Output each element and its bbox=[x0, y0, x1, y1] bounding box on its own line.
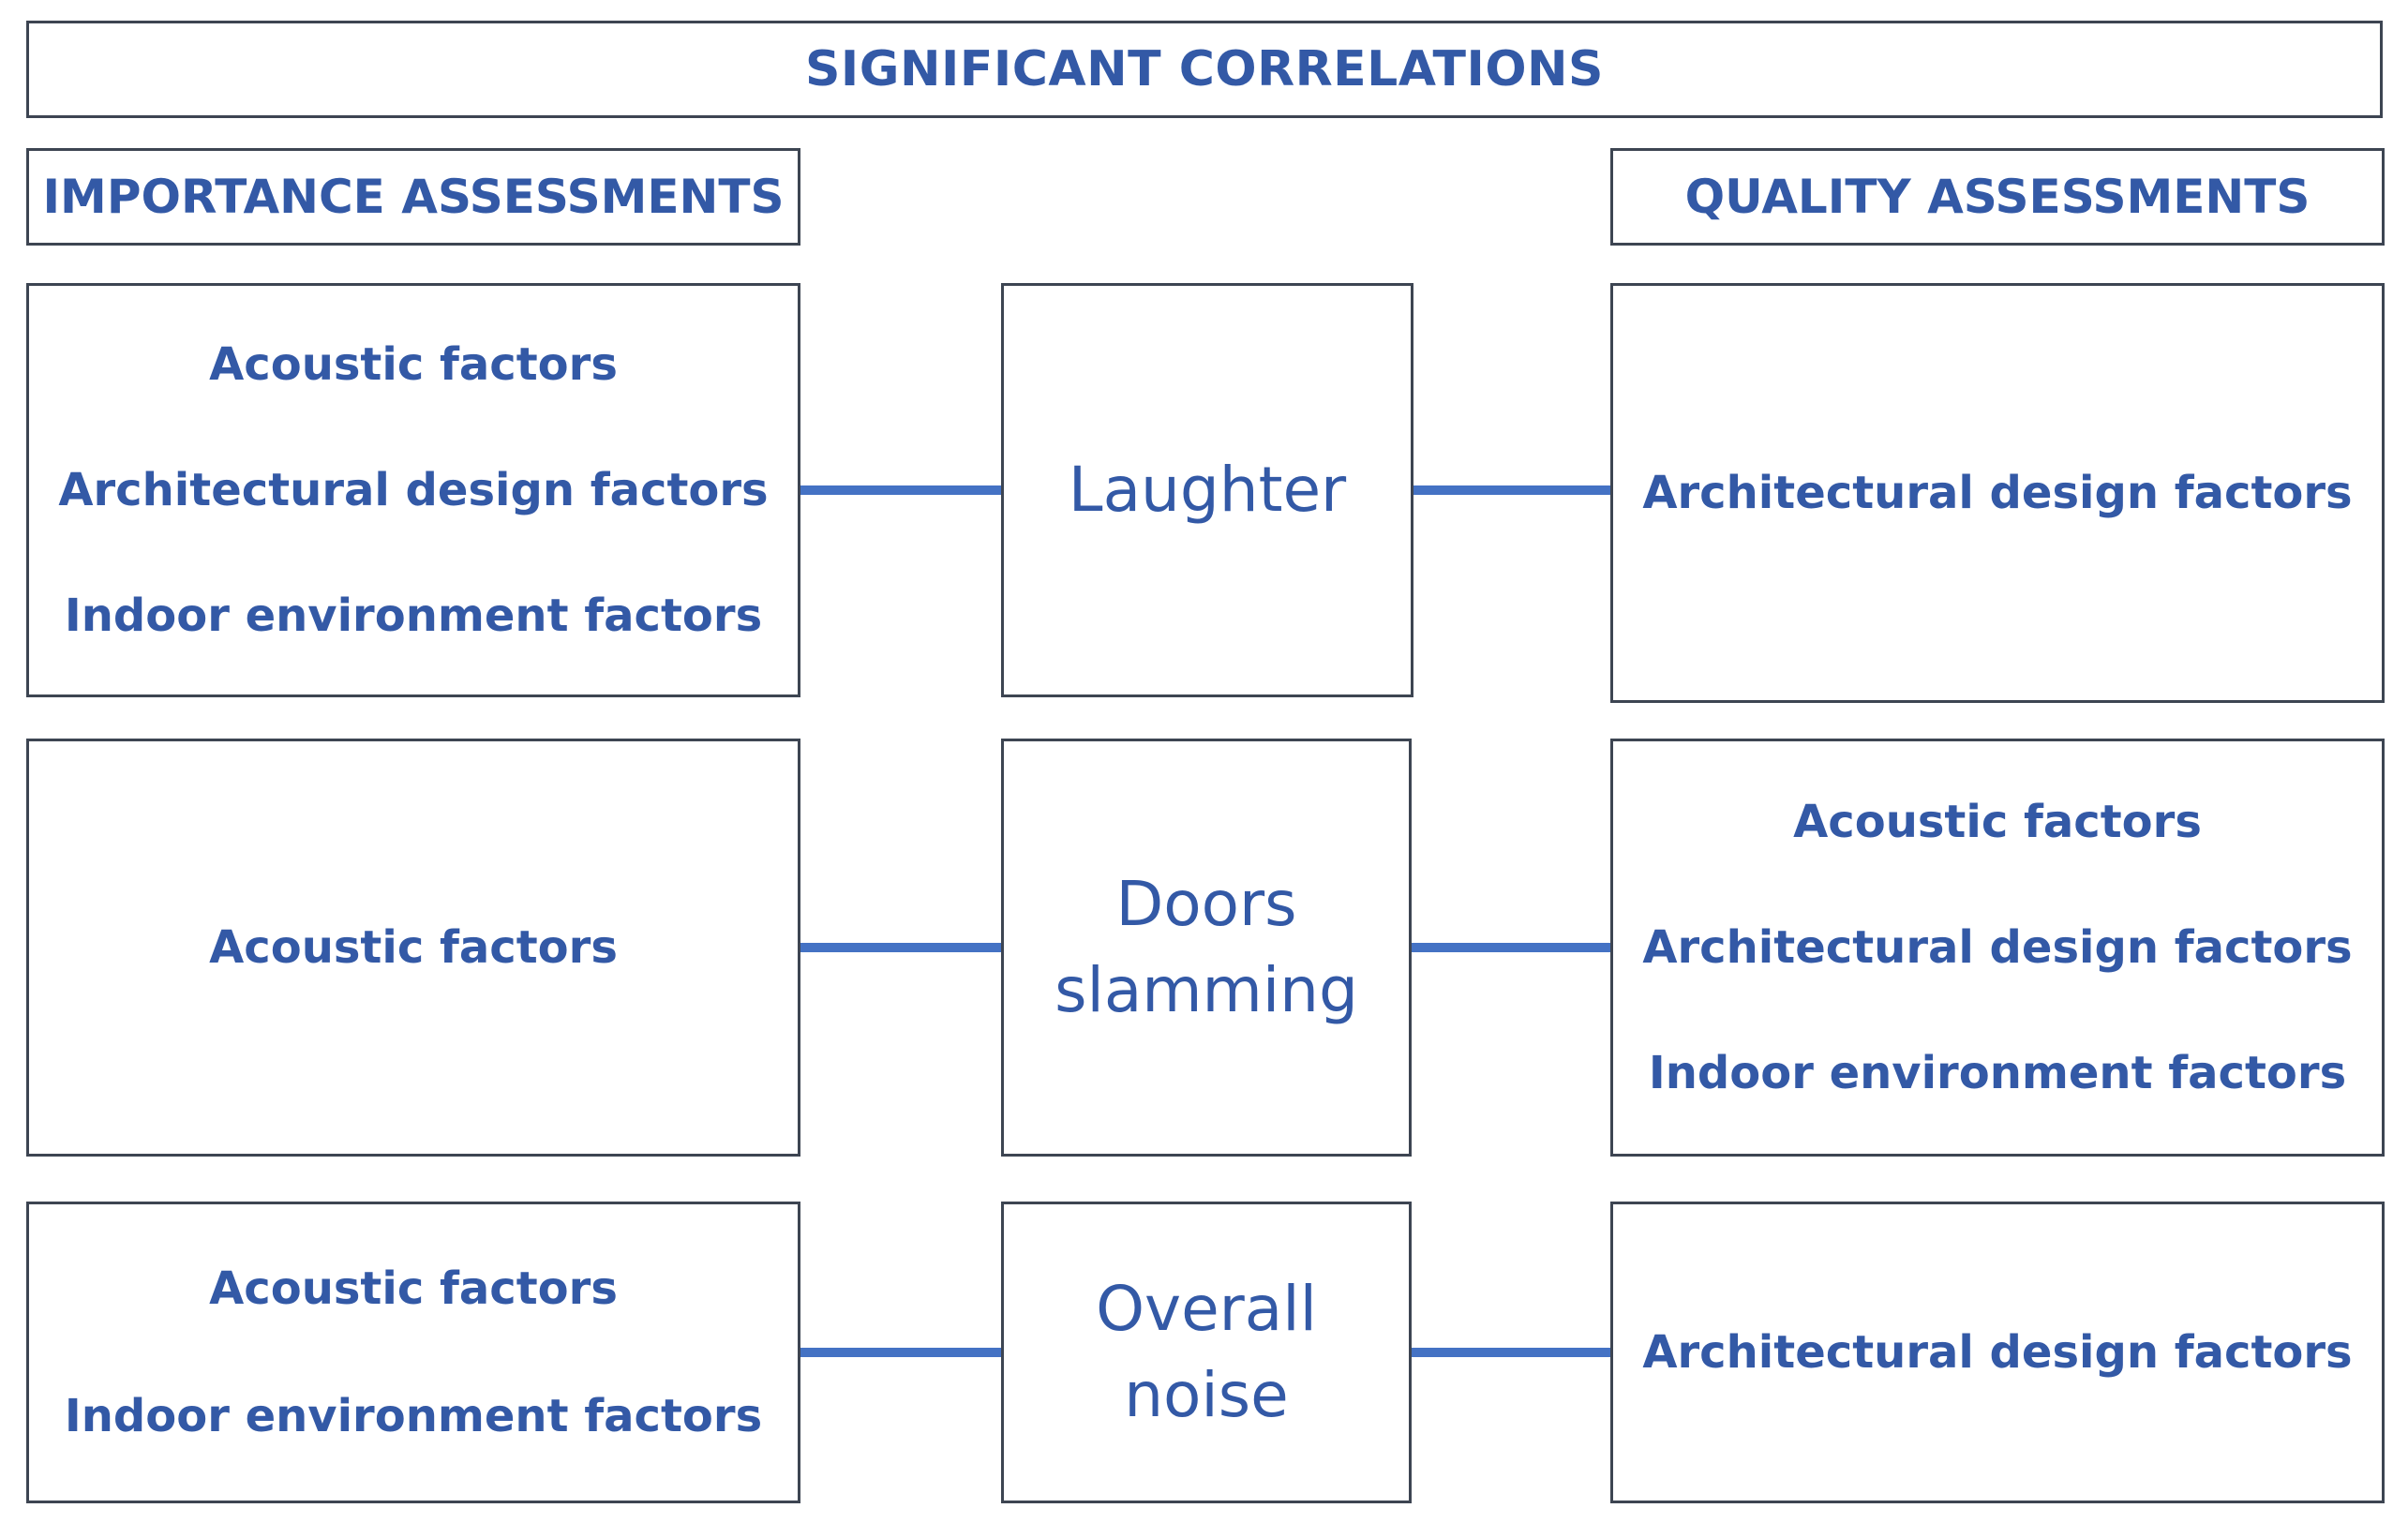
noise-source-label: Laughter bbox=[1068, 454, 1347, 526]
quality-factors-overall-noise: Architectural design factors bbox=[1610, 1202, 2385, 1503]
importance-factors-laughter: Acoustic factors Architectural design fa… bbox=[26, 283, 800, 697]
factor-label: Architectural design factors bbox=[1642, 467, 2353, 519]
noise-source-overall-noise: Overall noise bbox=[1001, 1202, 1412, 1503]
factor-label: Acoustic factors bbox=[209, 921, 618, 974]
noise-source-laughter: Laughter bbox=[1001, 283, 1413, 697]
factor-label: Architectural design factors bbox=[58, 464, 769, 516]
noise-source-label: slamming bbox=[1054, 954, 1358, 1026]
noise-source-doors-slamming: Doors slamming bbox=[1001, 739, 1412, 1157]
title-box: SIGNIFICANT CORRELATIONS bbox=[26, 21, 2383, 118]
connector-line bbox=[800, 485, 1001, 495]
noise-source-label: noise bbox=[1124, 1359, 1289, 1431]
diagram-title: SIGNIFICANT CORRELATIONS bbox=[804, 41, 1605, 97]
factor-label: Acoustic factors bbox=[209, 338, 618, 391]
connector-line bbox=[1413, 485, 1610, 495]
factor-label: Acoustic factors bbox=[1793, 796, 2202, 848]
quality-factors-doors-slamming: Acoustic factors Architectural design fa… bbox=[1610, 739, 2385, 1157]
quality-header-box: QUALITY ASSESSMENTS bbox=[1610, 148, 2385, 246]
importance-factors-overall-noise: Acoustic factors Indoor environment fact… bbox=[26, 1202, 800, 1503]
connector-line bbox=[800, 943, 1001, 952]
factor-label: Indoor environment factors bbox=[1648, 1047, 2347, 1099]
noise-source-label: Overall bbox=[1096, 1273, 1317, 1345]
factor-label: Architectural design factors bbox=[1642, 921, 2353, 974]
factor-label: Indoor environment factors bbox=[64, 1390, 763, 1442]
connector-line bbox=[1412, 1348, 1610, 1357]
factor-label: Indoor environment factors bbox=[64, 590, 763, 642]
quality-factors-laughter: Architectural design factors bbox=[1610, 283, 2385, 703]
noise-source-label: Doors bbox=[1115, 868, 1297, 940]
connector-line bbox=[800, 1348, 1001, 1357]
factor-label: Architectural design factors bbox=[1642, 1326, 2353, 1379]
connector-line bbox=[1412, 943, 1610, 952]
factor-label: Acoustic factors bbox=[209, 1262, 618, 1315]
importance-factors-doors-slamming: Acoustic factors bbox=[26, 739, 800, 1157]
quality-header: QUALITY ASSESSMENTS bbox=[1684, 170, 2311, 224]
importance-header: IMPORTANCE ASSESSMENTS bbox=[42, 170, 785, 224]
importance-header-box: IMPORTANCE ASSESSMENTS bbox=[26, 148, 800, 246]
